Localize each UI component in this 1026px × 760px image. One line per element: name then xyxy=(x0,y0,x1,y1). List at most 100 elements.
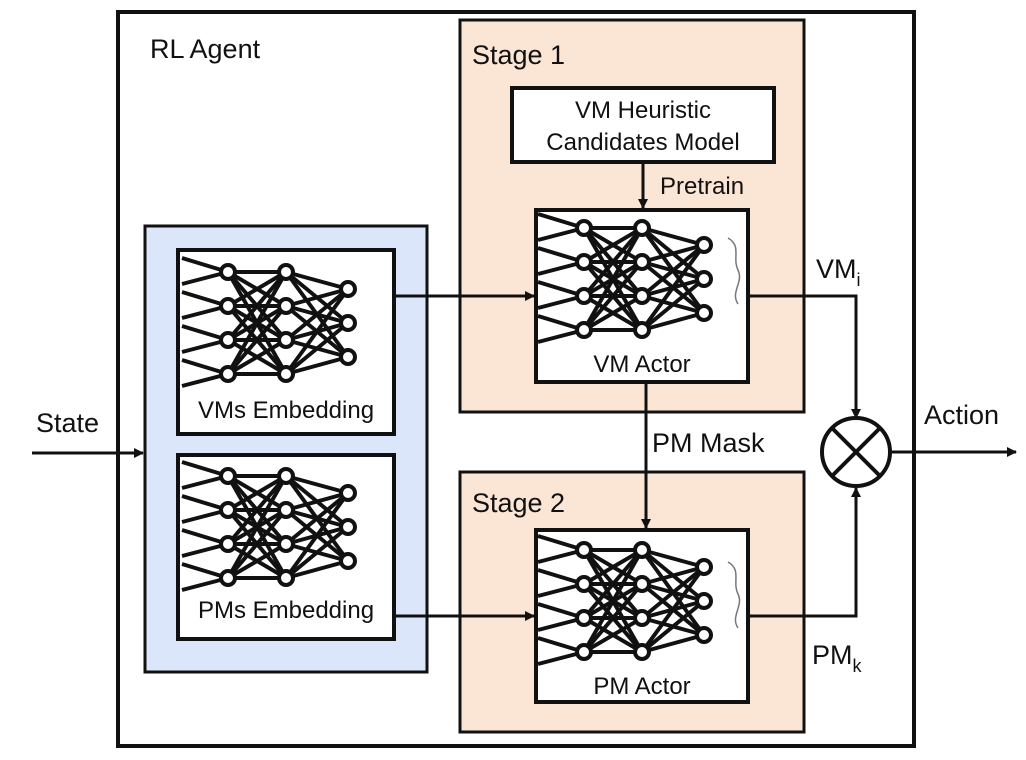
network-edge xyxy=(226,271,288,375)
network-node xyxy=(575,541,593,559)
pm-actor-label: PM Actor xyxy=(593,673,690,700)
network-edge xyxy=(640,599,706,654)
network-node xyxy=(633,219,651,237)
network-node xyxy=(277,263,295,281)
network-node xyxy=(575,287,593,305)
network-node xyxy=(633,575,651,593)
network-node xyxy=(575,321,593,339)
network-node xyxy=(277,297,295,315)
network-node xyxy=(219,263,237,281)
network-edge xyxy=(641,311,705,332)
network-node xyxy=(219,365,237,383)
network-node xyxy=(695,558,713,576)
pm-actor-distribution xyxy=(727,561,741,629)
network-node xyxy=(219,467,237,485)
network-edge xyxy=(284,525,350,580)
network-edge xyxy=(582,227,644,331)
network-edge xyxy=(640,243,706,298)
network-node xyxy=(633,609,651,627)
network-node xyxy=(575,219,593,237)
pm-output-arrow xyxy=(748,487,861,618)
network-node xyxy=(695,270,713,288)
network-edge xyxy=(582,548,644,620)
network-node xyxy=(277,467,295,485)
network-edge xyxy=(284,287,350,376)
network-edge xyxy=(226,474,288,512)
vms-embedding-network xyxy=(181,256,357,388)
network-edge xyxy=(226,508,288,580)
network-node xyxy=(695,626,713,644)
vm-output-subscript: i xyxy=(857,270,861,290)
network-node xyxy=(219,501,237,519)
network-node xyxy=(575,643,593,661)
network-node xyxy=(695,592,713,610)
network-edge xyxy=(226,304,288,376)
network-node xyxy=(277,331,295,349)
pretrain-label: Pretrain xyxy=(660,173,744,200)
network-node xyxy=(575,609,593,627)
pms-embedding-network xyxy=(181,460,357,592)
network-edge xyxy=(641,565,705,586)
network-edge xyxy=(640,565,706,654)
network-node xyxy=(277,365,295,383)
network-edge xyxy=(582,616,644,654)
network-edge xyxy=(226,338,288,376)
rl-agent-label: RL Agent xyxy=(150,34,261,64)
pm-output-base: PM xyxy=(812,640,853,670)
network-node xyxy=(219,569,237,587)
network-edge xyxy=(284,321,350,376)
pm-output-label: PMk xyxy=(812,640,863,676)
network-edge xyxy=(285,474,349,495)
network-node xyxy=(575,575,593,593)
vm-actor-label: VM Actor xyxy=(593,351,690,378)
network-node xyxy=(575,253,593,271)
network-node xyxy=(277,535,295,553)
network-edge xyxy=(582,548,644,586)
network-edge xyxy=(226,270,288,342)
pm-output-subscript: k xyxy=(853,656,863,676)
network-node xyxy=(633,287,651,305)
network-edge xyxy=(641,633,705,654)
stage1-label: Stage 1 xyxy=(472,40,565,70)
vm-actor-network xyxy=(537,212,713,344)
network-edge xyxy=(582,260,644,332)
network-edge xyxy=(641,243,705,264)
network-edge xyxy=(226,270,288,308)
network-node xyxy=(633,321,651,339)
network-edge xyxy=(284,287,350,342)
network-edge xyxy=(641,226,705,247)
action-label: Action xyxy=(924,400,999,430)
network-edge xyxy=(284,491,350,546)
network-edge xyxy=(226,475,288,579)
stage2-label: Stage 2 xyxy=(472,488,565,518)
network-node xyxy=(339,518,357,536)
pm-actor-network xyxy=(537,534,713,666)
vm-output-base: VM xyxy=(816,254,857,284)
network-node xyxy=(633,253,651,271)
network-node xyxy=(339,314,357,332)
network-edge xyxy=(285,270,349,291)
network-node xyxy=(339,348,357,366)
network-node xyxy=(339,484,357,502)
network-node xyxy=(339,280,357,298)
network-node xyxy=(695,304,713,322)
network-edge xyxy=(641,548,705,569)
network-edge xyxy=(226,542,288,580)
vm-output-label: VMi xyxy=(816,254,861,290)
network-edge xyxy=(284,491,350,580)
combine-operator-icon xyxy=(820,416,892,488)
network-edge xyxy=(226,474,288,546)
network-node xyxy=(219,331,237,349)
network-edge xyxy=(285,491,349,512)
network-edge xyxy=(285,287,349,308)
network-node xyxy=(633,541,651,559)
network-edge xyxy=(582,549,644,653)
vm-actor-distribution xyxy=(727,237,741,305)
network-edge xyxy=(640,243,706,332)
pm-mask-label: PM Mask xyxy=(652,428,765,458)
heuristic-model-label-line2: Candidates Model xyxy=(546,129,739,156)
network-edge xyxy=(285,355,349,376)
heuristic-model-label-line1: VM Heuristic xyxy=(575,97,711,124)
network-node xyxy=(277,501,295,519)
